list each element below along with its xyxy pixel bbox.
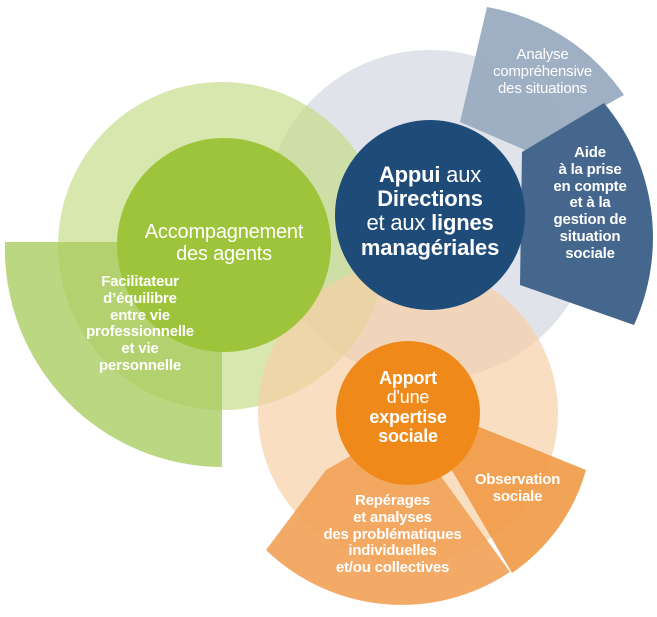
blue-hub-lignes: lignes	[431, 210, 494, 236]
green-segment-line-1: Facilitateur	[101, 273, 179, 290]
orange-right-line-2: sociale	[492, 487, 543, 505]
blue-right-line-7: sociale	[565, 244, 615, 262]
orange-bottom-line-2: et analyses	[353, 508, 432, 526]
blue-top-segment	[460, 7, 624, 150]
green-hub-label: Accompagnement des agents	[114, 221, 334, 266]
blue-right-segment	[520, 103, 653, 325]
blue-right-line-4: et à la	[569, 194, 611, 212]
green-segment-line-4: professionnelle	[86, 323, 194, 341]
green-segment-line-5: et vie	[121, 340, 159, 358]
blue-right-segment-label: Aide à la prise en compte et à la gestio…	[540, 144, 640, 263]
green-hub-line-1: Accompagnement	[144, 221, 304, 243]
orange-bottom-line-5: et/ou collectives	[335, 559, 450, 577]
blue-right-line-1: Aide	[574, 144, 606, 161]
orange-bottom-segment-label: Repérages et analyses des problématiques…	[300, 492, 485, 577]
orange-hub-line-2: d'une	[386, 387, 430, 408]
blue-right-line-2: à la prise	[558, 160, 622, 178]
blue-top-line-2: compréhensive	[492, 62, 593, 80]
orange-bottom-line-4: individuelles	[348, 542, 437, 560]
blue-hub-aux: aux	[440, 162, 482, 187]
blue-top-line-1: Analyse	[516, 46, 569, 63]
blue-hub-line-4: managériales	[360, 234, 500, 260]
green-segment-line-2: d’équilibre	[103, 289, 177, 307]
orange-right-segment	[440, 420, 586, 573]
orange-bottom-line-1: Repérages	[355, 492, 430, 509]
orange-hub-label: Apport d'une expertise sociale	[340, 368, 476, 447]
blue-top-segment-label: Analyse compréhensive des situations	[475, 46, 610, 97]
orange-right-line-1: Observation	[474, 471, 561, 488]
blue-hub-line-3: et aux lignes	[335, 211, 525, 235]
green-outer-segment-label: Facilitateur d’équilibre entre vie profe…	[60, 273, 220, 375]
orange-hub-line-4: sociale	[378, 426, 438, 447]
green-segment-line-6: personnelle	[99, 356, 181, 374]
orange-hub-disk	[336, 341, 480, 485]
blue-hub-line-1: Appui aux	[335, 162, 525, 187]
blue-top-line-3: des situations	[498, 79, 587, 97]
blue-hub-label: Appui aux Directions et aux lignes manag…	[335, 162, 525, 260]
green-hub-disk	[117, 138, 331, 352]
orange-hub-line-1: Apport	[379, 368, 437, 388]
blue-right-line-3: en compte	[553, 177, 627, 195]
orange-hub-line-3: expertise	[369, 406, 447, 427]
blue-right-line-6: situation	[559, 227, 621, 245]
orange-bottom-segment	[266, 425, 510, 605]
blue-right-line-5: gestion de	[553, 211, 627, 229]
orange-bottom-line-3: des problématiques	[323, 525, 462, 543]
blue-hub-et-aux: et aux	[366, 210, 432, 236]
green-hub-line-2: des agents	[176, 243, 272, 266]
orange-right-segment-label: Observation sociale	[460, 471, 575, 506]
blue-hub-line-2: Directions	[377, 186, 483, 212]
green-segment-line-3: entre vie	[110, 306, 170, 324]
blue-hub-appui: Appui	[378, 162, 441, 187]
blue-hub-disk	[335, 120, 525, 310]
